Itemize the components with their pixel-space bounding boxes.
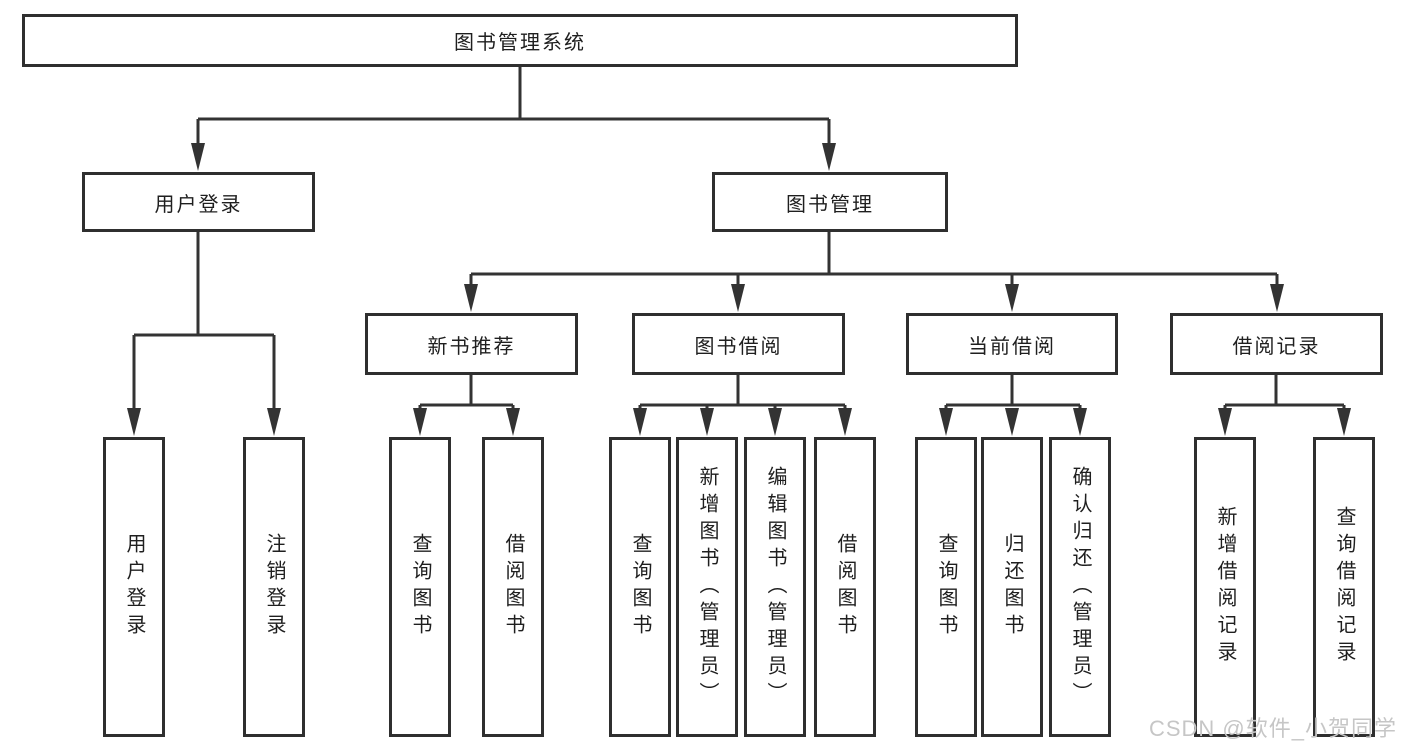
connector-bookmgmt-to-level3 bbox=[464, 232, 1284, 312]
arrow-down-icon bbox=[1005, 284, 1019, 312]
leaf-cb-query-books: 查询图书 bbox=[915, 437, 977, 737]
leaf-logout: 注销登录 bbox=[243, 437, 305, 737]
leaf-bb-add-books-admin: 新增图书（管理员） bbox=[676, 437, 738, 737]
node-book-management: 图书管理 bbox=[712, 172, 948, 232]
arrow-down-icon bbox=[191, 143, 205, 171]
node-current-borrowing: 当前借阅 bbox=[906, 313, 1118, 375]
arrow-down-icon bbox=[768, 408, 782, 436]
leaf-cb-return-books: 归还图书 bbox=[981, 437, 1043, 737]
connector-root-to-level2 bbox=[191, 67, 836, 171]
leaf-bb-borrow-books: 借阅图书 bbox=[814, 437, 876, 737]
leaf-nb-query-books-label: 查询图书 bbox=[409, 533, 431, 641]
arrow-down-icon bbox=[700, 408, 714, 436]
leaf-bb-add-books-admin-label: 新增图书（管理员） bbox=[696, 465, 718, 709]
leaf-br-query-record: 查询借阅记录 bbox=[1313, 437, 1375, 737]
node-borrowing-records: 借阅记录 bbox=[1170, 313, 1383, 375]
node-new-book-recommendation: 新书推荐 bbox=[365, 313, 578, 375]
arrow-down-icon bbox=[413, 408, 427, 436]
leaf-cb-confirm-return-admin-label: 确认归还（管理员） bbox=[1069, 465, 1091, 709]
leaf-cb-return-books-label: 归还图书 bbox=[1001, 533, 1023, 641]
arrow-down-icon bbox=[1270, 284, 1284, 312]
connector-borrowrecord-to-leaves bbox=[1218, 375, 1351, 436]
leaf-bb-query-books: 查询图书 bbox=[609, 437, 671, 737]
leaf-user-login: 用户登录 bbox=[103, 437, 165, 737]
arrow-down-icon bbox=[506, 408, 520, 436]
leaf-bb-edit-books-admin: 编辑图书（管理员） bbox=[744, 437, 806, 737]
arrow-down-icon bbox=[1005, 408, 1019, 436]
arrow-down-icon bbox=[822, 143, 836, 171]
leaf-bb-borrow-books-label: 借阅图书 bbox=[834, 533, 856, 641]
csdn-watermark: CSDN @软件_小贺同学 bbox=[1148, 716, 1397, 741]
arrow-down-icon bbox=[1337, 408, 1351, 436]
leaf-cb-confirm-return-admin: 确认归还（管理员） bbox=[1049, 437, 1111, 737]
leaf-nb-borrow-books-label: 借阅图书 bbox=[502, 533, 524, 641]
arrow-down-icon bbox=[1073, 408, 1087, 436]
arrow-down-icon bbox=[838, 408, 852, 436]
node-user-login: 用户登录 bbox=[82, 172, 315, 232]
leaf-nb-borrow-books: 借阅图书 bbox=[482, 437, 544, 737]
arrow-down-icon bbox=[464, 284, 478, 312]
arrow-down-icon bbox=[633, 408, 647, 436]
connector-bookborrow-to-leaves bbox=[633, 375, 852, 436]
arrow-down-icon bbox=[127, 408, 141, 436]
arrow-down-icon bbox=[267, 408, 281, 436]
leaf-nb-query-books: 查询图书 bbox=[389, 437, 451, 737]
arrow-down-icon bbox=[1218, 408, 1232, 436]
arrow-down-icon bbox=[939, 408, 953, 436]
connector-newbook-to-leaves bbox=[413, 375, 520, 436]
arrow-down-icon bbox=[731, 284, 745, 312]
connector-userlogin-to-leaves bbox=[127, 232, 281, 436]
leaf-logout-label: 注销登录 bbox=[263, 533, 285, 641]
leaf-cb-query-books-label: 查询图书 bbox=[935, 533, 957, 641]
node-current-borrowing-label: 当前借阅 bbox=[968, 335, 1056, 358]
node-new-book-recommendation-label: 新书推荐 bbox=[427, 335, 516, 358]
leaf-user-login-label: 用户登录 bbox=[123, 533, 145, 641]
node-book-management-label: 图书管理 bbox=[786, 193, 874, 216]
node-root: 图书管理系统 bbox=[22, 14, 1018, 67]
leaf-br-add-record-label: 新增借阅记录 bbox=[1214, 506, 1236, 668]
node-user-login-label: 用户登录 bbox=[154, 193, 243, 216]
node-root-label: 图书管理系统 bbox=[454, 32, 586, 54]
connector-currentborrow-to-leaves bbox=[939, 375, 1087, 436]
leaf-bb-query-books-label: 查询图书 bbox=[629, 533, 651, 641]
leaf-bb-edit-books-admin-label: 编辑图书（管理员） bbox=[764, 465, 786, 709]
node-book-borrowing: 图书借阅 bbox=[632, 313, 845, 375]
leaf-br-add-record: 新增借阅记录 bbox=[1194, 437, 1256, 737]
leaf-br-query-record-label: 查询借阅记录 bbox=[1333, 506, 1355, 668]
node-borrowing-records-label: 借阅记录 bbox=[1232, 335, 1321, 358]
node-book-borrowing-label: 图书借阅 bbox=[694, 335, 783, 358]
